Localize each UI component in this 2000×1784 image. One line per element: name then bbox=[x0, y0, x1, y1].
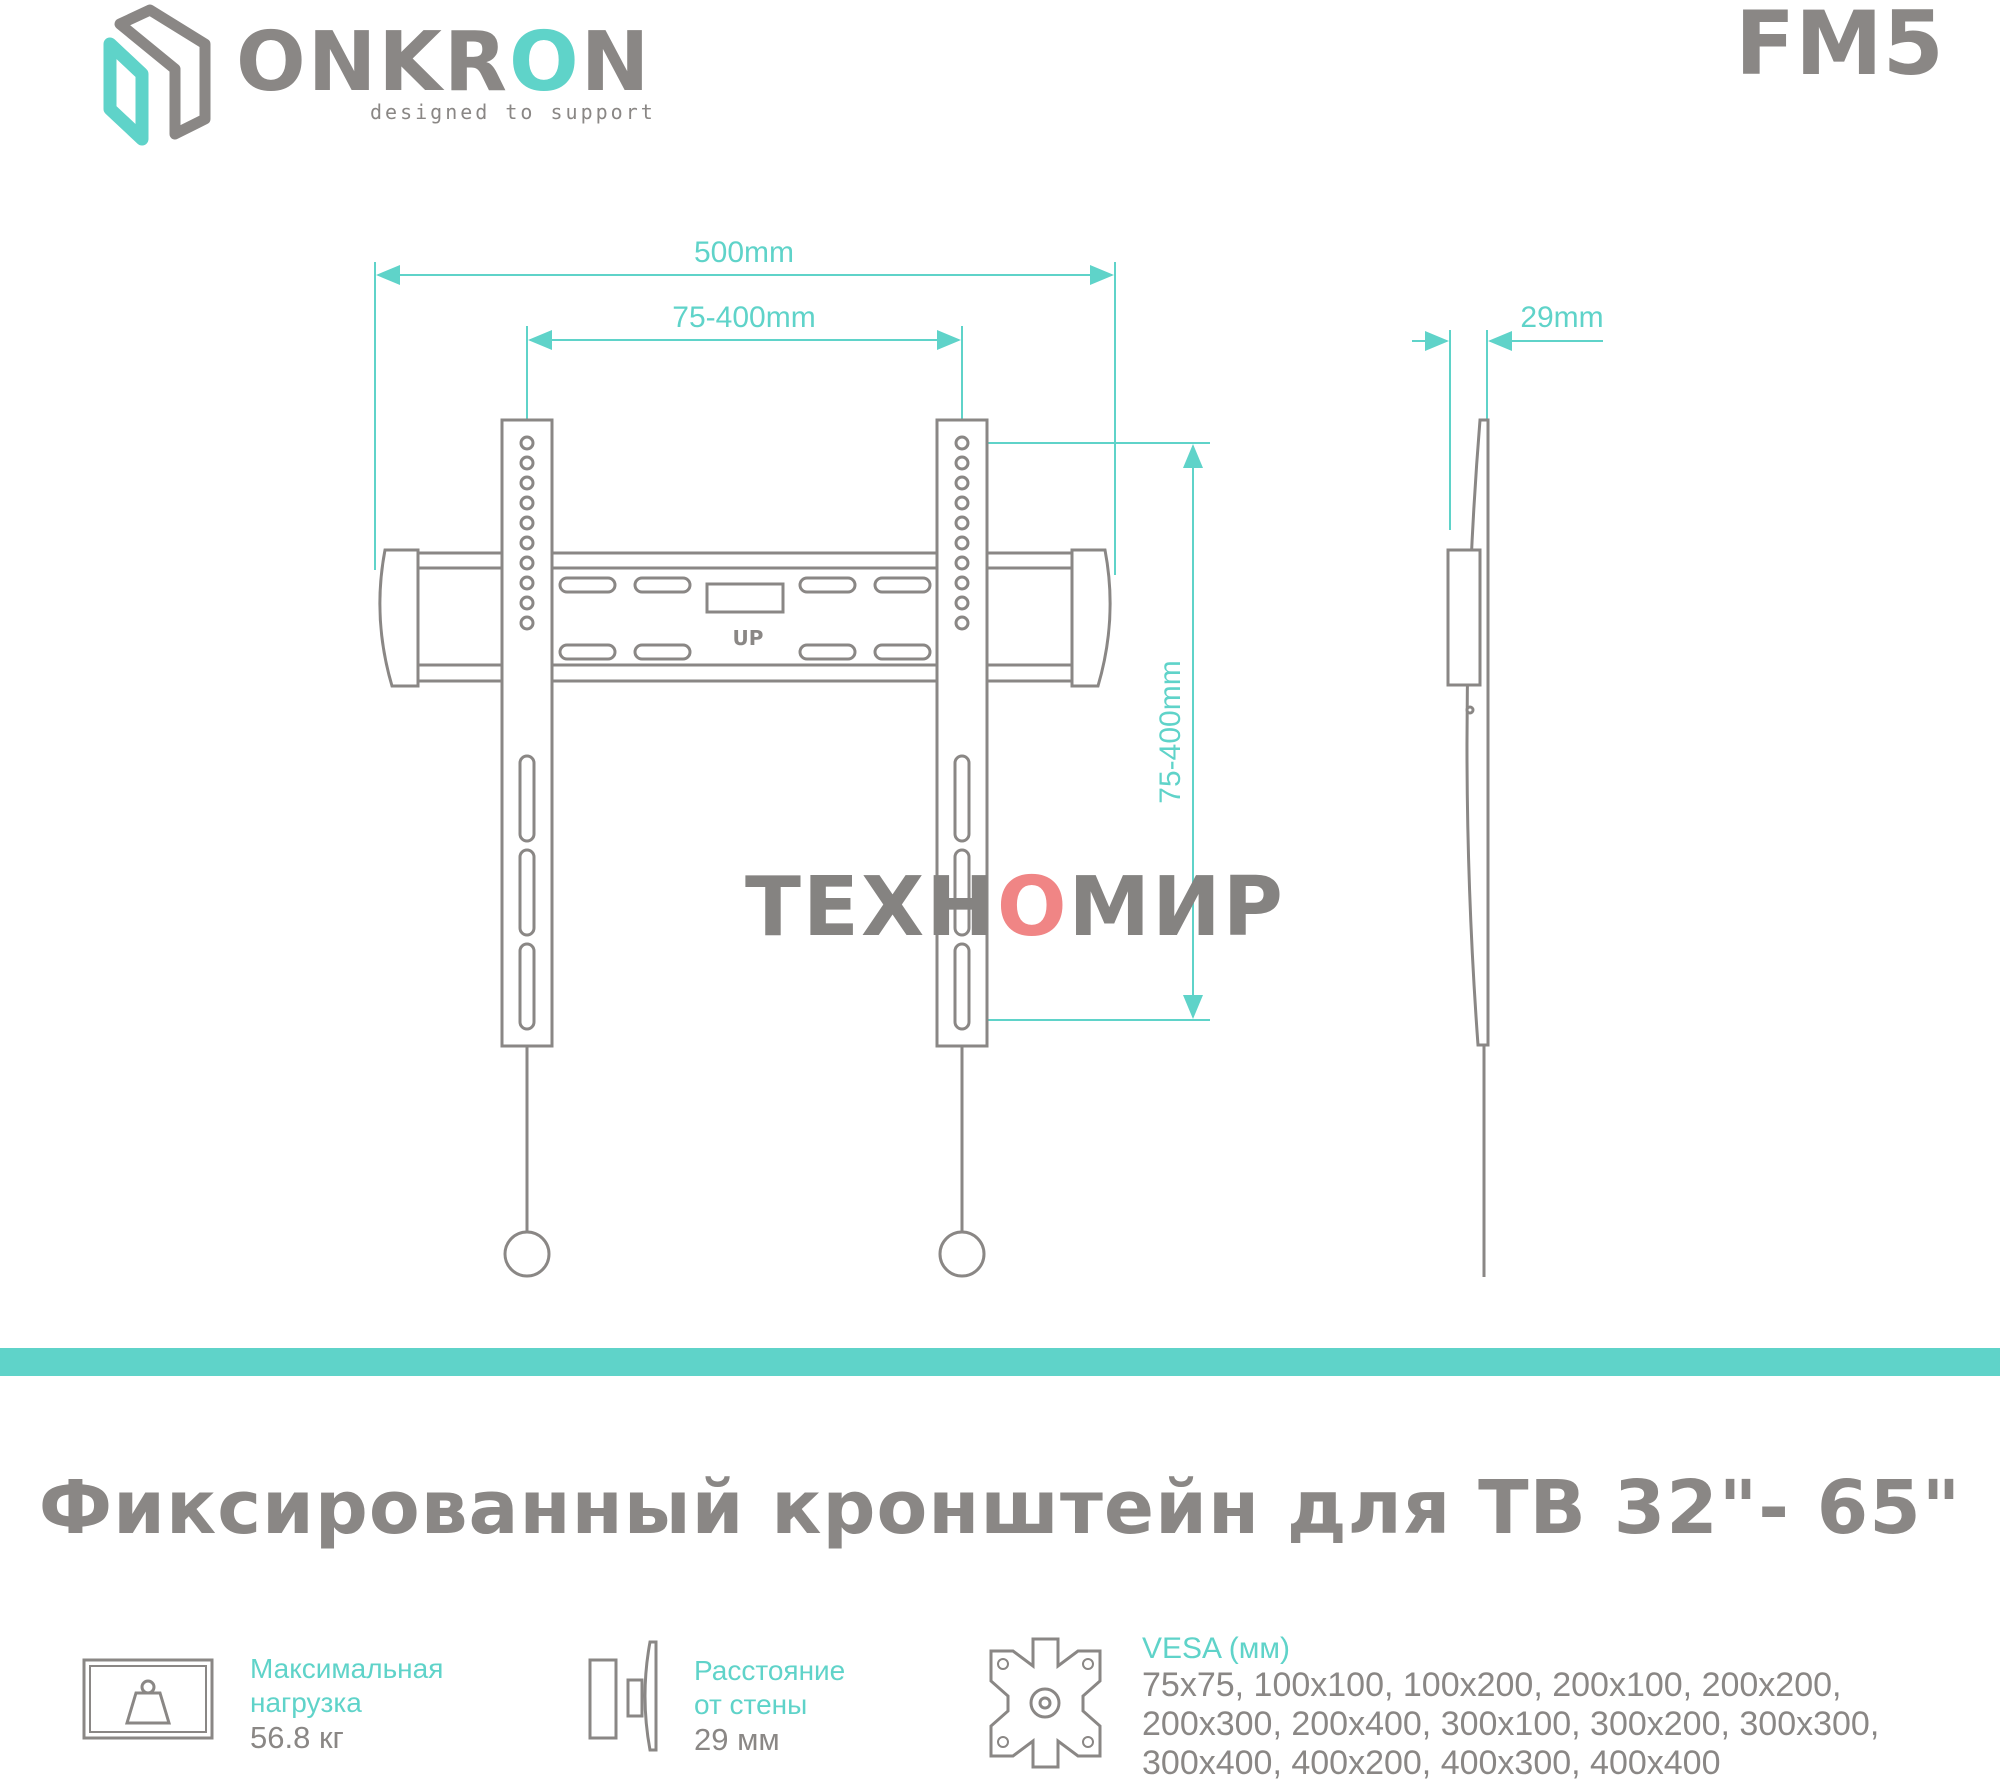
mounting-hole bbox=[519, 475, 535, 491]
vesa-line: 200x300, 200x400, 300x100, 300x200, 300x… bbox=[1142, 1705, 1880, 1743]
horizontal-hole-span-label: 75-400mm bbox=[672, 301, 815, 334]
up-marking: UP bbox=[733, 626, 764, 650]
mounting-hole bbox=[519, 535, 535, 551]
width-dimension-label: 500mm bbox=[694, 236, 794, 269]
vesa-line: 300x400, 400x200, 400x300, 400x400 bbox=[1142, 1744, 1721, 1782]
product-title: Фиксированный кронштейн для ТВ 32"- 65" bbox=[38, 1465, 1962, 1551]
vertical-arms bbox=[500, 418, 989, 1278]
watermark: ТЕХНОМИР bbox=[745, 860, 1285, 955]
weight-icon bbox=[82, 1658, 214, 1740]
wall-distance-value: 29 мм bbox=[694, 1722, 780, 1757]
mounting-hole bbox=[954, 555, 970, 571]
mounting-hole bbox=[954, 615, 970, 631]
onkron-logo-icon bbox=[103, 4, 211, 146]
wall-plate bbox=[378, 548, 1112, 688]
mounting-hole bbox=[519, 615, 535, 631]
accent-divider bbox=[0, 1348, 2000, 1376]
mounting-hole bbox=[519, 555, 535, 571]
mounting-hole bbox=[954, 495, 970, 511]
max-load-value: 56.8 кг bbox=[250, 1720, 344, 1755]
dimension-lines bbox=[374, 262, 1603, 1021]
mounting-hole bbox=[519, 515, 535, 531]
brand-tagline: designed to support bbox=[370, 100, 656, 124]
mounting-hole bbox=[519, 595, 535, 611]
spec-wall-distance: Расстояние от стены 29 мм bbox=[694, 1655, 846, 1757]
vesa-plate-icon bbox=[989, 1637, 1102, 1769]
mounting-hole bbox=[519, 455, 535, 471]
spec-max-load: Максимальная нагрузка 56.8 кг bbox=[250, 1653, 444, 1755]
mounting-hole bbox=[954, 535, 970, 551]
depth-dimension-label: 29mm bbox=[1520, 301, 1603, 334]
mounting-hole bbox=[519, 495, 535, 511]
mounting-hole bbox=[954, 595, 970, 611]
vertical-hole-span-label: 75-400mm bbox=[1154, 660, 1187, 803]
mounting-hole bbox=[519, 575, 535, 591]
vesa-line: 75x75, 100x100, 100x200, 200x100, 200x20… bbox=[1142, 1666, 1842, 1704]
vesa-label: VESA (мм) bbox=[1142, 1632, 1290, 1665]
mounting-hole bbox=[519, 435, 535, 451]
mounting-hole bbox=[954, 435, 970, 451]
model-name: FM5 bbox=[1735, 0, 1944, 95]
mounting-hole bbox=[954, 575, 970, 591]
side-view bbox=[1446, 418, 1490, 1277]
brand-name: ONKRON bbox=[236, 15, 652, 110]
spec-vesa: VESA (мм) 75x75, 100x100, 100x200, 200x1… bbox=[1142, 1632, 1879, 1783]
bracket-drawing: 500mm 75-400mm 75-400mm 29mm UP bbox=[374, 236, 1604, 1278]
mounting-hole bbox=[954, 475, 970, 491]
mounting-hole bbox=[954, 515, 970, 531]
mounting-hole bbox=[954, 455, 970, 471]
wall-mount-icon bbox=[588, 1640, 658, 1752]
